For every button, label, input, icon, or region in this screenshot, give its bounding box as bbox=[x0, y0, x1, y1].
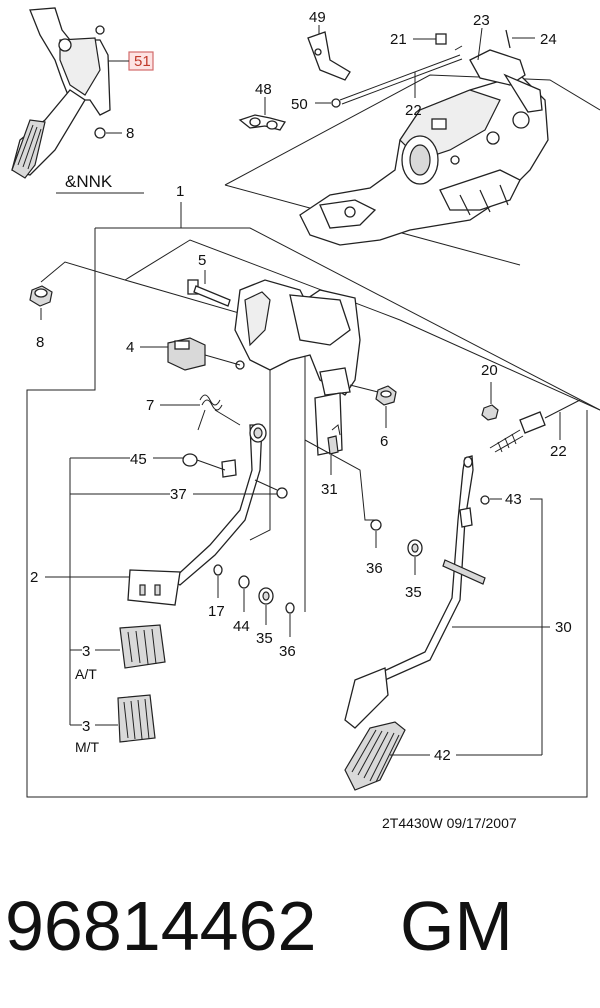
callout-5: 5 bbox=[198, 252, 206, 269]
brand-label: GM bbox=[400, 887, 513, 965]
frame-top bbox=[95, 227, 600, 411]
callout-35-right: 35 bbox=[405, 584, 422, 601]
callout-22-lower: 22 bbox=[550, 443, 567, 460]
cable-22-lower bbox=[489, 399, 581, 453]
label-mt: M/T bbox=[75, 739, 100, 755]
callout-30: 30 bbox=[555, 619, 572, 636]
part-45-stopper bbox=[182, 453, 198, 467]
label-at: A/T bbox=[75, 666, 97, 682]
part-48-clip bbox=[238, 114, 287, 131]
part-42-accel-pad bbox=[344, 721, 406, 791]
callout-22-upper: 22 bbox=[405, 102, 422, 119]
callout-23: 23 bbox=[473, 12, 490, 29]
callout-3-at: 3 bbox=[82, 643, 90, 660]
part-6-nut bbox=[375, 385, 397, 406]
callout-37: 37 bbox=[170, 486, 187, 503]
part-7-spring bbox=[197, 394, 241, 431]
inset-title: &NNK bbox=[65, 172, 113, 191]
callout-7: 7 bbox=[146, 397, 154, 414]
callout-21: 21 bbox=[390, 31, 407, 48]
callout-35-left: 35 bbox=[256, 630, 273, 647]
callout-43: 43 bbox=[505, 491, 522, 508]
part-43-clip bbox=[480, 495, 490, 505]
part-37-bushing bbox=[276, 487, 288, 499]
part-20-nut bbox=[481, 404, 499, 421]
part-36-bushing bbox=[370, 519, 382, 531]
callout-31: 31 bbox=[321, 481, 338, 498]
part-24-pin bbox=[505, 29, 511, 49]
upper-bracket-assembly bbox=[224, 49, 600, 266]
callout-42: 42 bbox=[434, 747, 451, 764]
callout-36-right: 36 bbox=[366, 560, 383, 577]
callout-49: 49 bbox=[309, 9, 326, 26]
callout-8-top: 8 bbox=[126, 125, 134, 142]
part-21-clip bbox=[435, 33, 447, 45]
callout-50: 50 bbox=[291, 96, 308, 113]
accelerator-pedal-assembly bbox=[11, 7, 111, 179]
part-5-bolt bbox=[187, 279, 231, 307]
part-number: 96814462 bbox=[5, 887, 316, 965]
part-30-accel-arm bbox=[344, 455, 486, 729]
small-hardware-row bbox=[213, 564, 295, 614]
callout-24: 24 bbox=[540, 31, 557, 48]
callout-2: 2 bbox=[30, 569, 38, 586]
callout-17: 17 bbox=[208, 603, 225, 620]
pedal-box-bracket bbox=[234, 279, 361, 396]
part-4-switch bbox=[167, 337, 206, 371]
part-2-pedal-arm bbox=[127, 423, 267, 606]
callout-45: 45 bbox=[130, 451, 147, 468]
callout-44: 44 bbox=[233, 618, 250, 635]
callout-1: 1 bbox=[176, 183, 184, 200]
callout-4: 4 bbox=[126, 339, 134, 356]
callout-51: 51 bbox=[134, 53, 151, 70]
callout-8-left: 8 bbox=[36, 334, 44, 351]
part-3-pad-mt bbox=[117, 694, 156, 743]
callout-36-left: 36 bbox=[279, 643, 296, 660]
part-3-pad-at bbox=[119, 624, 166, 669]
part-31-switch bbox=[314, 392, 343, 456]
callout-3-mt: 3 bbox=[82, 718, 90, 735]
callout-20: 20 bbox=[481, 362, 498, 379]
frame-outline bbox=[26, 228, 588, 798]
part-49-bracket bbox=[307, 31, 351, 81]
diagram-code: 2T4430W 09/17/2007 bbox=[382, 815, 517, 831]
part-50-bolt bbox=[331, 98, 341, 108]
part-8-nut bbox=[29, 285, 53, 307]
cable-22-upper bbox=[339, 54, 461, 101]
callout-6: 6 bbox=[380, 433, 388, 450]
callout-48: 48 bbox=[255, 81, 272, 98]
